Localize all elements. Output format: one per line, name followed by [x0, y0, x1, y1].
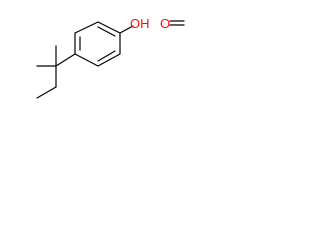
hydroxyl-label: OH: [130, 16, 150, 31]
ring-bond-6: [74, 53, 99, 67]
benzene-ring: [74, 21, 121, 67]
pentylphenol-molecule: OH: [36, 16, 150, 99]
aryl-quaternary-bond: [55, 53, 76, 67]
tert-pentyl-group: [36, 45, 76, 99]
ring-double-bond-3: [97, 50, 116, 62]
ring-bond-5: [97, 53, 121, 67]
formaldehyde-molecule: O: [160, 16, 185, 31]
ring-bond-3: [97, 21, 121, 34]
ethyl-bond-ch3: [36, 86, 57, 99]
chemical-structure-diagram: OH O: [36, 16, 185, 99]
carbonyl-oxygen-label: O: [160, 16, 170, 31]
ring-bond-2: [74, 21, 99, 34]
hydroxyl-bond: [119, 25, 134, 34]
ring-double-bond-2: [97, 26, 116, 37]
